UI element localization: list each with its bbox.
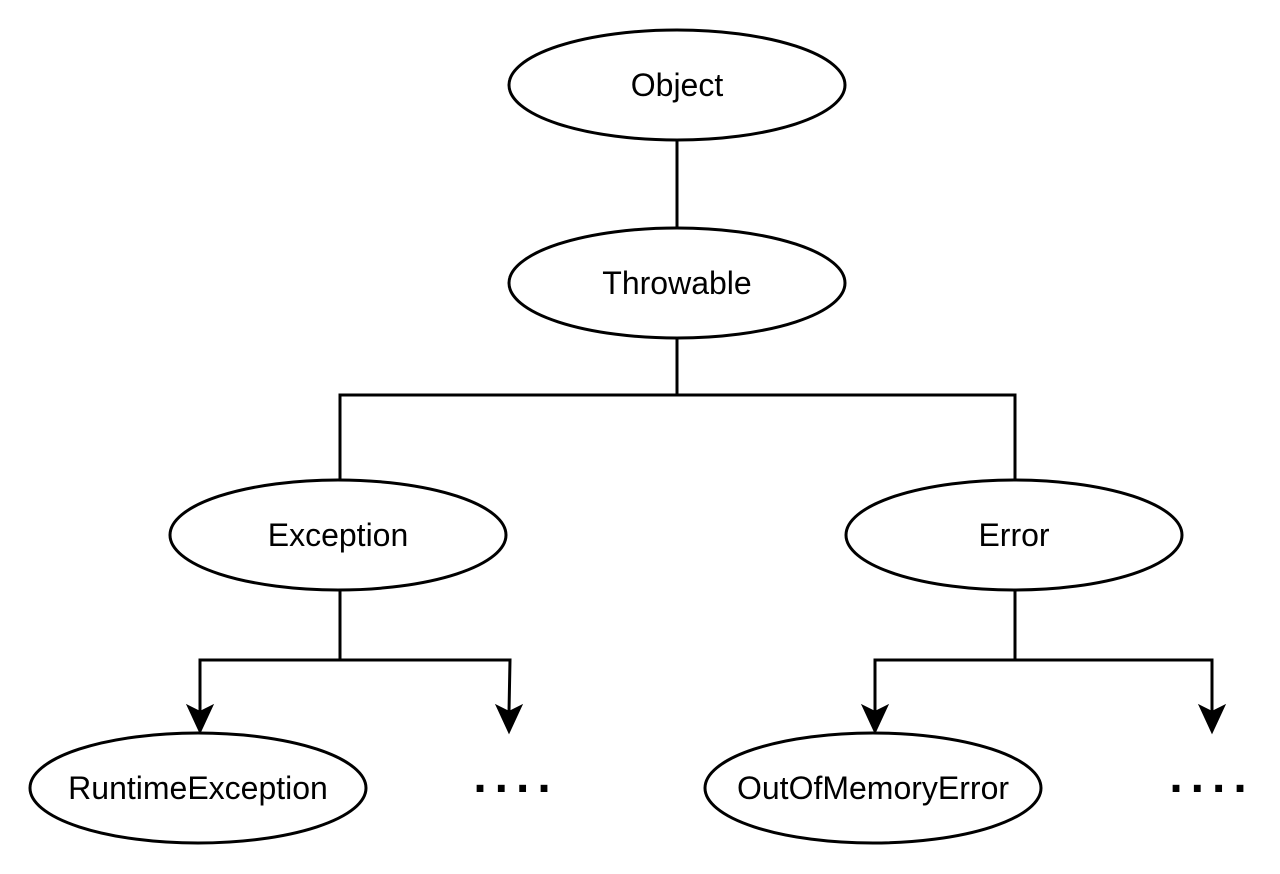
more-errors-ellipsis: .... <box>1169 750 1254 803</box>
node-throwable-label: Throwable <box>602 265 751 301</box>
node-error-label: Error <box>978 517 1049 553</box>
node-runtime-exception: RuntimeException <box>28 731 368 845</box>
node-object: Object <box>507 28 847 142</box>
node-out-of-memory-error: OutOfMemoryError <box>703 731 1043 845</box>
node-runtime-exception-label: RuntimeException <box>68 770 328 806</box>
arrowhead-runtime-exception <box>185 703 215 735</box>
edge-exception-split <box>198 590 512 713</box>
arrowhead-more-errors <box>1197 703 1227 735</box>
node-throwable: Throwable <box>507 226 847 340</box>
node-exception: Exception <box>168 478 508 592</box>
more-exceptions-ellipsis: .... <box>473 750 558 803</box>
arrowhead-out-of-memory-error <box>860 703 890 735</box>
node-out-of-memory-error-label: OutOfMemoryError <box>737 770 1009 806</box>
node-exception-label: Exception <box>268 517 409 553</box>
node-object-label: Object <box>631 67 724 103</box>
node-error: Error <box>844 478 1184 592</box>
arrowhead-more-exceptions <box>494 703 524 735</box>
edge-throwable-split <box>338 338 1017 480</box>
edge-error-split <box>873 590 1214 712</box>
